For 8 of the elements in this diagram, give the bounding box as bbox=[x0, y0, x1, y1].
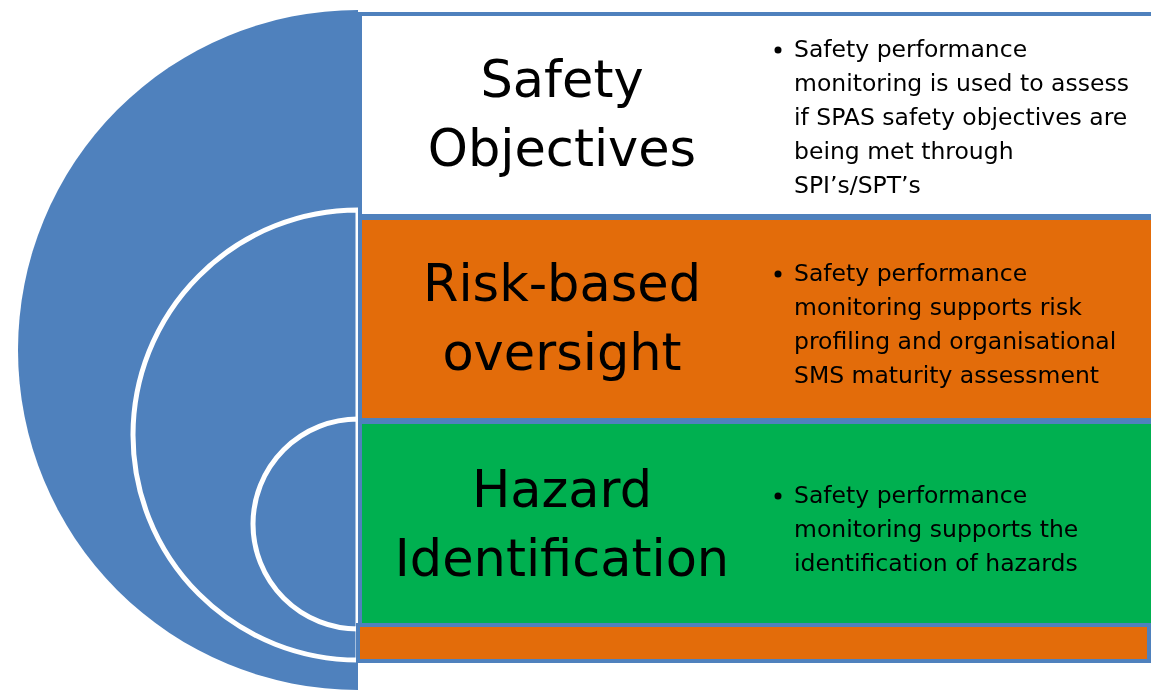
bullet-text: Safety performance monitoring supports the identification of hazards bbox=[794, 480, 1080, 580]
band-heading: Risk-based oversight bbox=[421, 253, 703, 384]
band-heading: Hazard Identification bbox=[393, 459, 731, 590]
band-heading: Safety Objectives bbox=[426, 49, 698, 180]
bullet-text: Safety performance monitoring supports risk profiling and organisational SMS maturity assessment bbox=[794, 258, 1118, 392]
bullet-text: Safety performance monitoring is used to assess if SPAS safety objectives are being met through SPI’s/SPT’s bbox=[794, 34, 1130, 202]
text-band bbox=[358, 216, 1151, 422]
text-band bbox=[358, 12, 1151, 218]
